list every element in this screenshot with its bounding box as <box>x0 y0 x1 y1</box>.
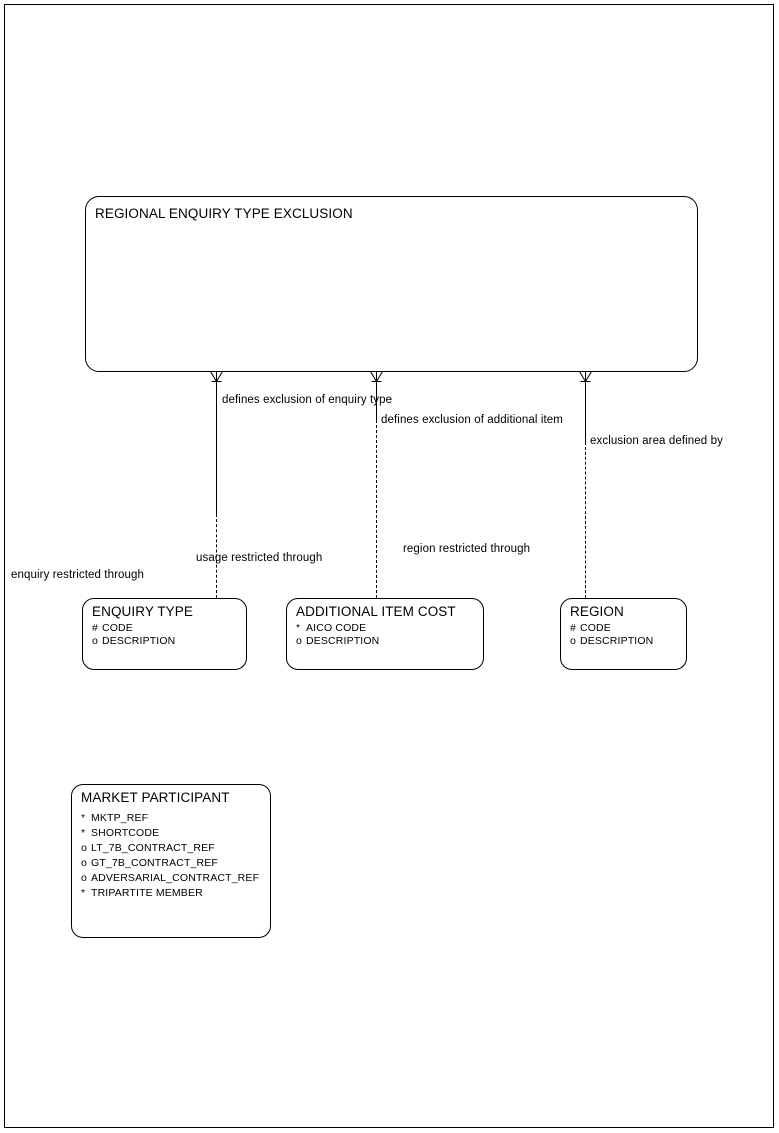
attribute-list: * MKTP_REF * SHORTCODE o LT_7B_CONTRACT_REF… <box>81 811 259 901</box>
relationship-line-enquiry-type-solid[interactable] <box>216 382 217 514</box>
relationship-label-defines-exclusion-of-additional-item: defines exclusion of additional item <box>381 414 563 426</box>
relationship-line-additional-item-solid[interactable] <box>376 382 377 420</box>
attribute-row: * MKTP_REF <box>81 811 259 826</box>
attribute-name: DESCRIPTION <box>580 635 654 647</box>
attribute-name: MKTP_REF <box>91 812 149 824</box>
attribute-name: TRIPARTITE MEMBER <box>91 887 203 899</box>
attribute-name: ADVERSARIAL_CONTRACT_REF <box>91 872 260 884</box>
attribute-mark: * <box>296 622 301 634</box>
attribute-list: * AICO CODE o DESCRIPTION <box>296 622 379 648</box>
attribute-row: o LT_7B_CONTRACT_REF <box>81 841 259 856</box>
attribute-mark: o <box>570 635 576 647</box>
entity-enquiry-type[interactable]: ENQUIRY TYPE # CODE o DESCRIPTION <box>82 598 247 670</box>
attribute-name: CODE <box>102 622 133 634</box>
attribute-row: o DESCRIPTION <box>296 635 379 648</box>
attribute-mark: * <box>81 887 86 899</box>
relationship-label-enquiry-restricted-through: enquiry restricted through <box>11 569 145 581</box>
attribute-mark: o <box>92 635 98 647</box>
attribute-row: o ADVERSARIAL_CONTRACT_REF <box>81 871 259 886</box>
attribute-name: DESCRIPTION <box>306 635 380 647</box>
relationship-label-usage-restricted-through: usage restricted through <box>196 552 323 564</box>
entity-title: MARKET PARTICIPANT <box>81 790 230 805</box>
attribute-mark: # <box>570 622 576 634</box>
attribute-row: o DESCRIPTION <box>92 635 175 648</box>
page-border <box>4 4 774 1128</box>
relationship-line-region-solid[interactable] <box>585 382 586 442</box>
relationship-label-defines-exclusion-of-enquiry-type: defines exclusion of enquiry type <box>222 394 393 406</box>
attribute-mark: * <box>81 812 86 824</box>
attribute-name: LT_7B_CONTRACT_REF <box>91 842 215 854</box>
attribute-name: DESCRIPTION <box>102 635 176 647</box>
attribute-row: * SHORTCODE <box>81 826 259 841</box>
entity-region[interactable]: REGION # CODE o DESCRIPTION <box>560 598 687 670</box>
relationship-line-region-dashed[interactable] <box>585 442 586 598</box>
attribute-name: SHORTCODE <box>91 827 160 839</box>
attribute-row: * TRIPARTITE MEMBER <box>81 886 259 901</box>
attribute-name: AICO CODE <box>306 622 367 634</box>
entity-additional-item-cost[interactable]: ADDITIONAL ITEM COST * AICO CODE o DESCRIP… <box>286 598 484 670</box>
attribute-mark: * <box>81 827 86 839</box>
attribute-mark: o <box>81 842 87 854</box>
attribute-row: o DESCRIPTION <box>570 635 653 648</box>
attribute-mark: o <box>81 857 87 869</box>
entity-title: ENQUIRY TYPE <box>92 604 193 619</box>
relationship-line-additional-item-dashed[interactable] <box>376 420 377 598</box>
attribute-list: # CODE o DESCRIPTION <box>570 622 653 648</box>
relationship-label-region-restricted-through: region restricted through <box>403 543 531 555</box>
entity-market-participant[interactable]: MARKET PARTICIPANT * MKTP_REF * SHORTCODE … <box>71 784 271 938</box>
attribute-row: # CODE <box>570 622 653 635</box>
attribute-mark: o <box>81 872 87 884</box>
attribute-list: # CODE o DESCRIPTION <box>92 622 175 648</box>
relationship-label-exclusion-area-defined-by: exclusion area defined by <box>590 435 723 447</box>
relationship-line-enquiry-type-dashed[interactable] <box>216 514 217 598</box>
attribute-mark: # <box>92 622 98 634</box>
entity-title: REGIONAL ENQUIRY TYPE EXCLUSION <box>95 206 353 221</box>
attribute-row: # CODE <box>92 622 175 635</box>
attribute-row: o GT_7B_CONTRACT_REF <box>81 856 259 871</box>
attribute-name: CODE <box>580 622 611 634</box>
attribute-mark: o <box>296 635 302 647</box>
entity-regional-enquiry-type-exclusion[interactable]: REGIONAL ENQUIRY TYPE EXCLUSION <box>85 196 698 372</box>
attribute-name: GT_7B_CONTRACT_REF <box>91 857 218 869</box>
entity-title: ADDITIONAL ITEM COST <box>296 604 456 619</box>
attribute-row: * AICO CODE <box>296 622 379 635</box>
entity-title: REGION <box>570 604 624 619</box>
